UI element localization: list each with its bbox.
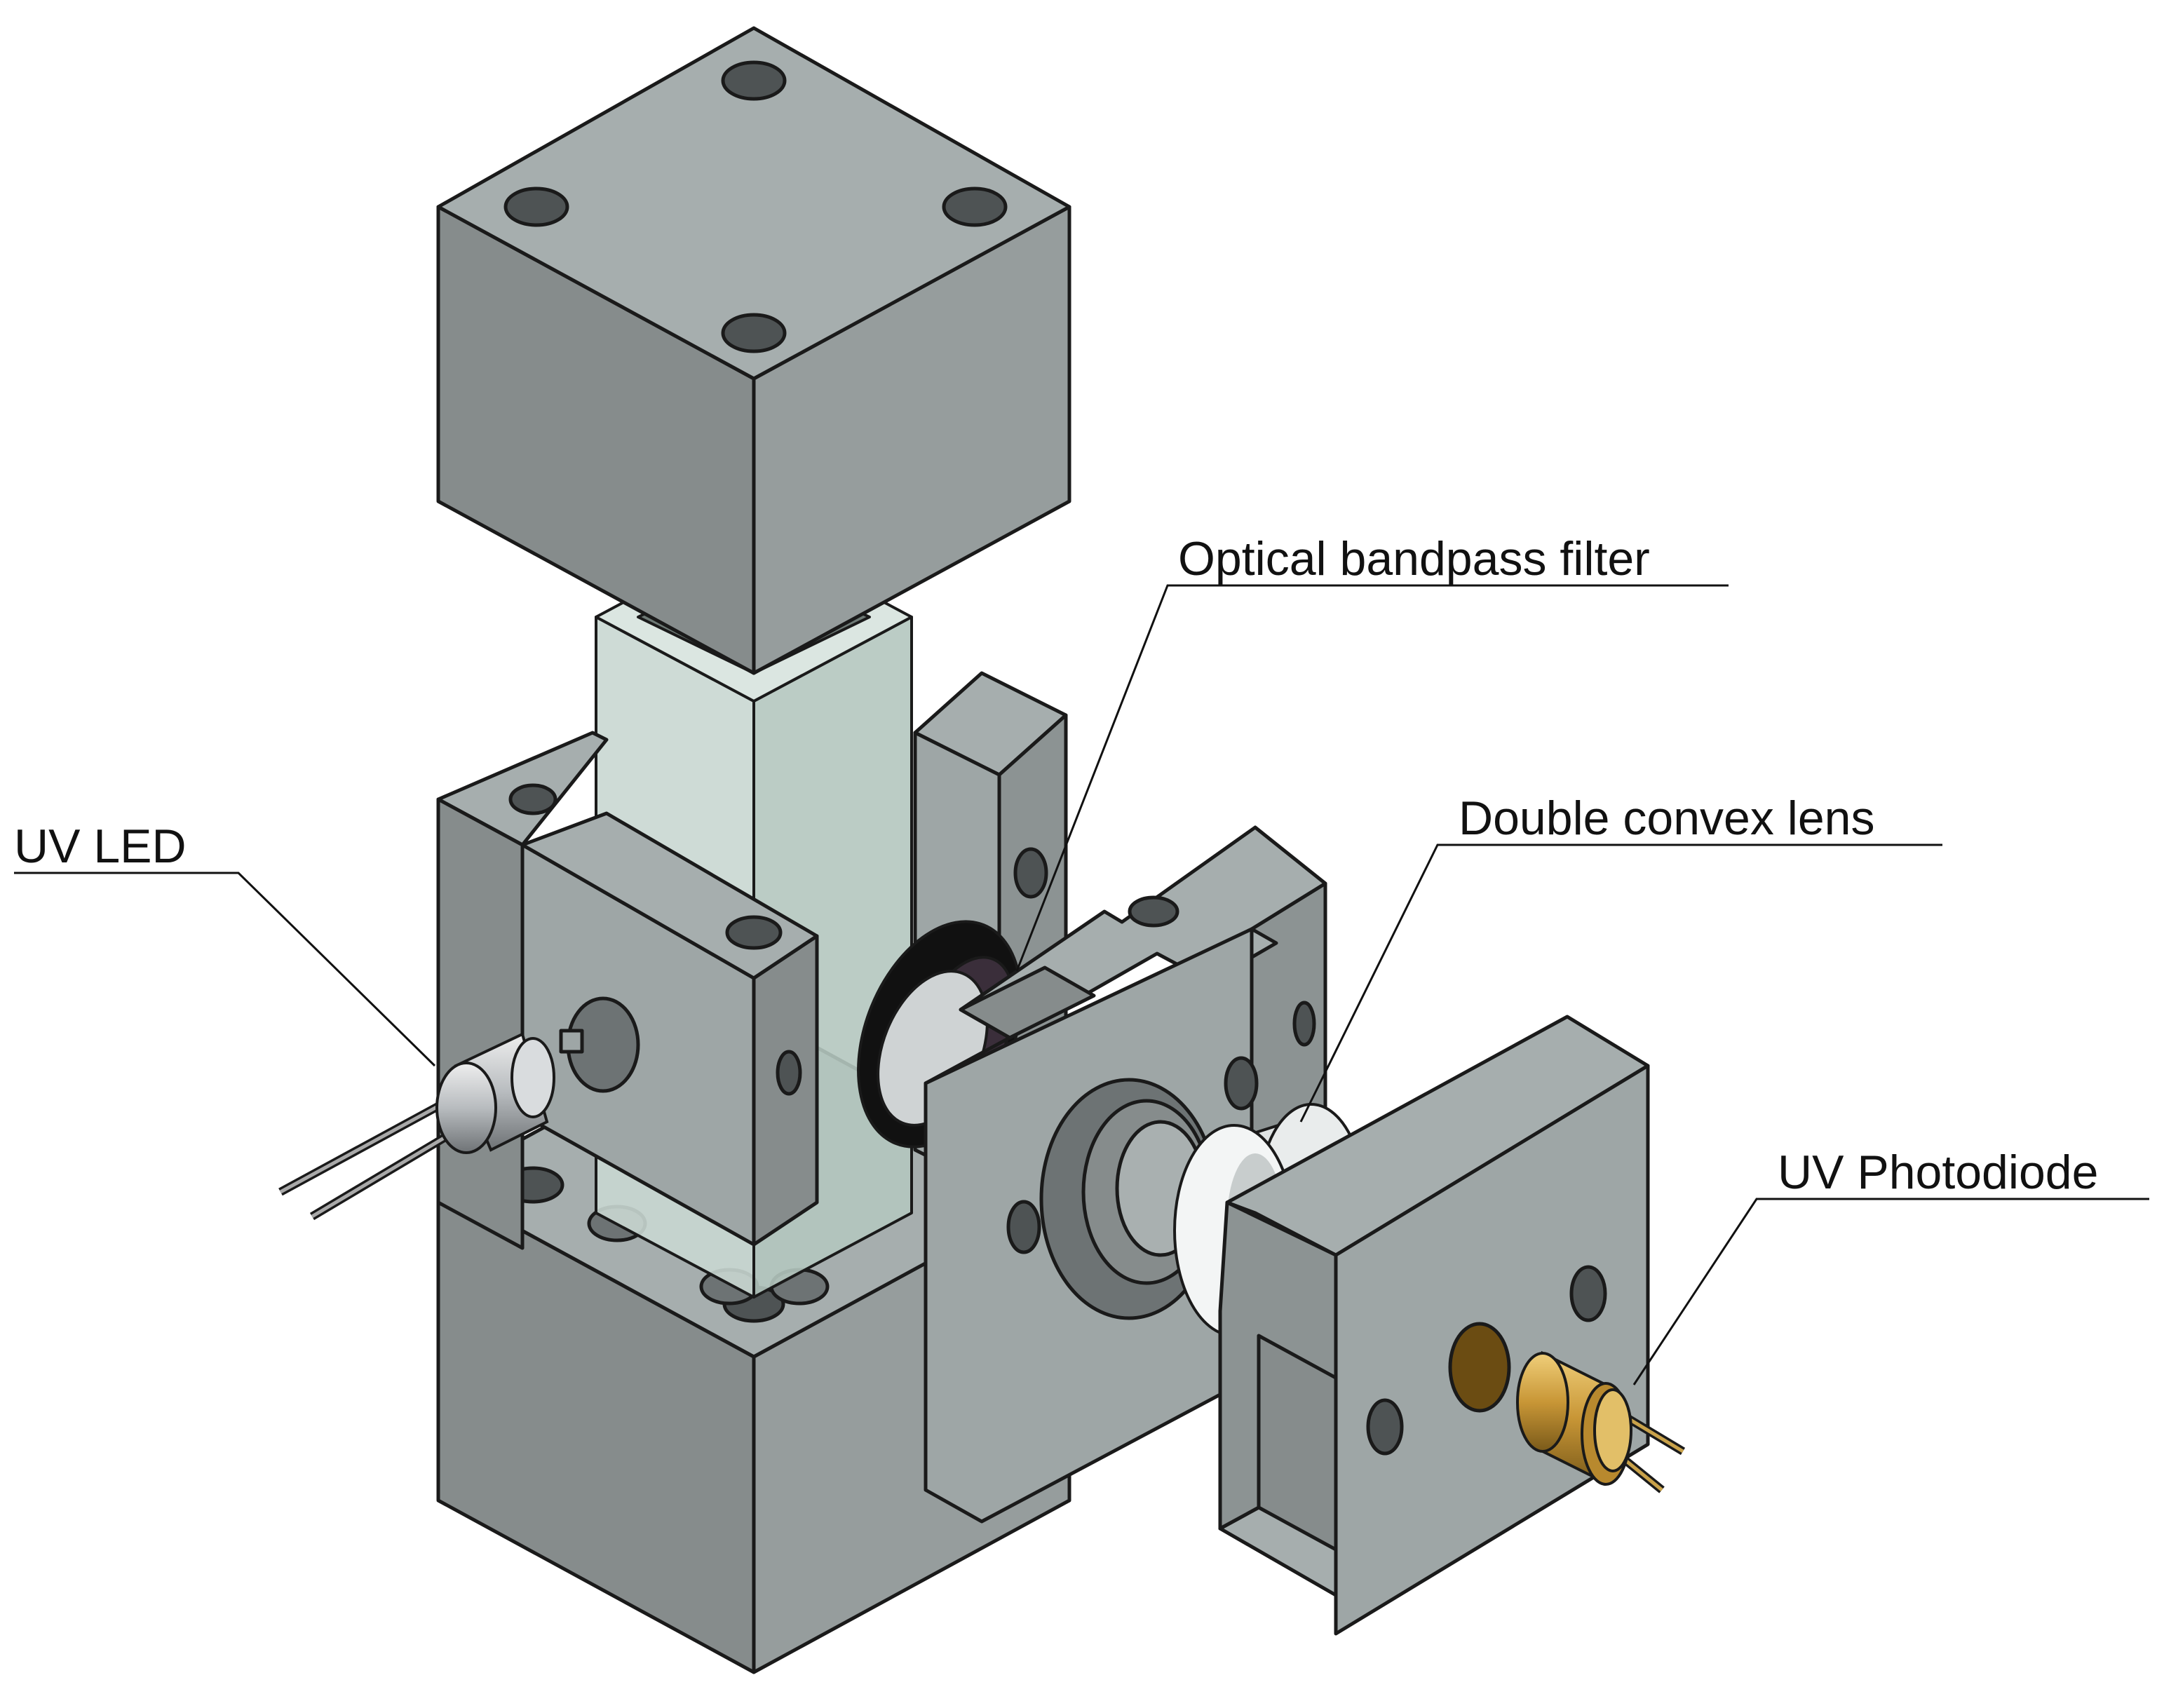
top-hole-icon [503,187,569,227]
uv-photodiode [1516,1350,1686,1493]
label-optical-bandpass-filter: Optical bandpass filter [1178,532,1650,585]
top-block [436,26,1071,675]
led-dome [510,1037,555,1118]
pd-holder-hole-icon [1366,1398,1404,1456]
top-hole-icon [721,313,787,353]
label-uv-led: UV LED [14,820,187,873]
led-holder-side-hole-icon [776,1050,802,1096]
pd-holder-hole-icon [1569,1265,1607,1322]
leader-lines [14,584,2149,1385]
led-holder-top-hole-icon [725,915,783,950]
lens-leader-line [1299,843,1942,1123]
lens-holder [924,825,1327,1524]
lens-holder-top-hole-icon [1128,895,1179,928]
top-block-top-face [436,26,1071,381]
filter-leader-line [1015,584,1729,972]
uv-led [278,1032,555,1221]
pd-front [1516,1352,1569,1453]
pd-back [1593,1388,1632,1472]
led-lead [311,1127,461,1219]
label-uv-photodiode: UV Photodiode [1778,1146,2098,1199]
labels: Optical bandpass filter Double convex le… [14,532,2098,1199]
lens-holder-hole-icon [1224,1056,1259,1111]
lens-holder-side-hole-icon [1292,1001,1316,1047]
led-port-key [559,1029,584,1054]
back-plate-hole-icon [1013,847,1048,899]
label-double-convex-lens: Double convex lens [1459,792,1874,845]
photodiode-holder [1218,1015,1650,1636]
left-back-hole-icon [508,783,557,815]
led-lead [279,1102,443,1194]
top-hole-icon [721,60,787,101]
left-back-front [436,797,525,1250]
pd-port-icon [1448,1322,1511,1413]
pd-holder-inner [1218,1200,1338,1531]
lens-holder-hole-icon [1006,1200,1041,1254]
led-base [435,1062,497,1154]
led-holder [520,811,819,1247]
led-leader-line [14,872,436,1067]
photodiode-leader-line [1632,1198,2149,1385]
top-hole-icon [942,187,1008,227]
lens-holder-notch [959,965,1096,1040]
